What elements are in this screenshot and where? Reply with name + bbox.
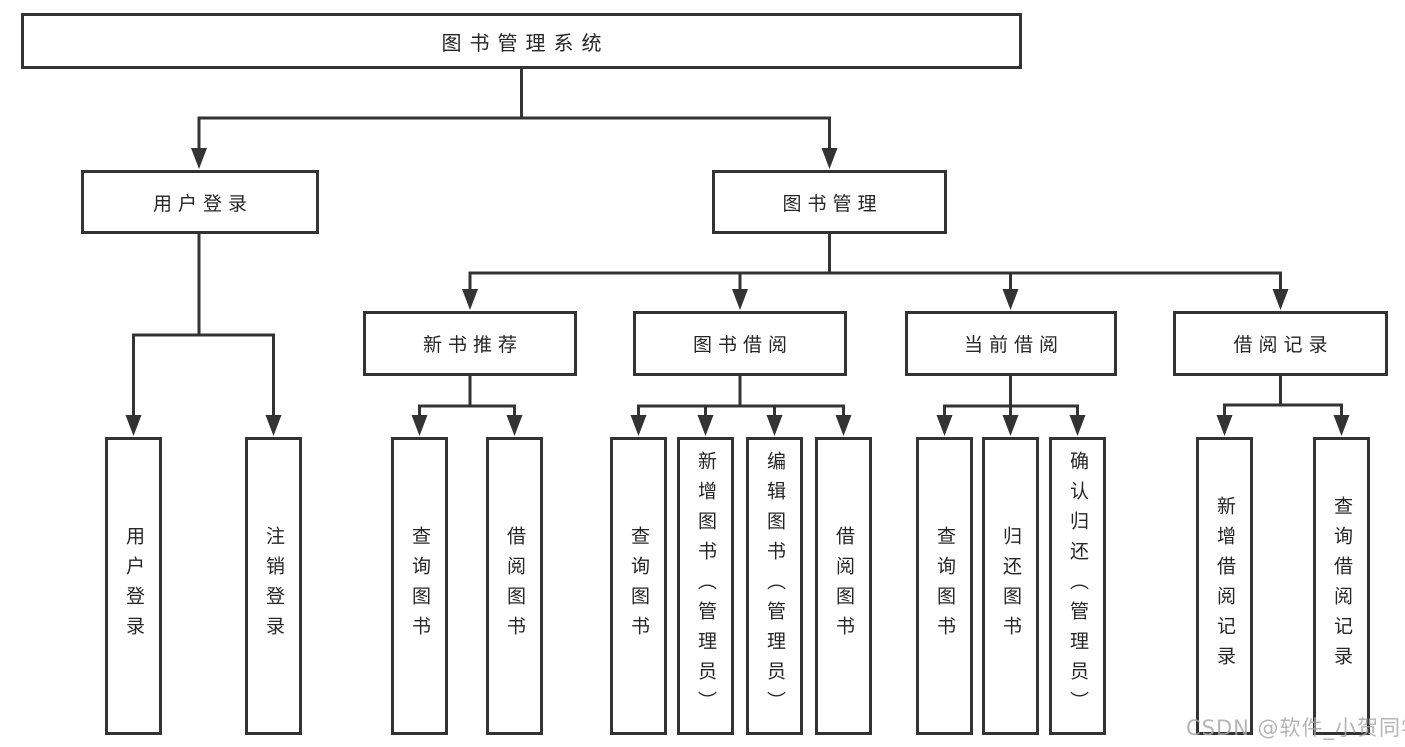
node-borrow-records-label: 借阅记录 [1233,334,1334,356]
node-new-book-recommend-label: 新书推荐 [422,334,523,356]
arrow-to-leaf-13 [1333,415,1350,436]
arrow-to-leaf-11 [1069,415,1086,436]
arrow-to-leaf-7 [766,415,783,436]
node-book-management-label: 图书管理 [782,192,883,215]
arrow-to-book-management [821,148,838,169]
arrow-to-leaf-9 [936,415,953,436]
node-current-borrow: 当前借阅 [905,311,1117,376]
watermark-text: CSDN @软件_小贺同学 [1186,716,1405,740]
arrow-to-leaf-1 [125,415,142,436]
leaf-add-books-admin: 新增图书（管理员） [677,437,734,735]
arrowheads [125,148,1350,436]
leaf-query-books-recommend: 查询图书 [391,437,448,735]
edge-borrow-bar [637,404,845,418]
node-book-borrow: 图书借阅 [633,311,847,376]
arrow-to-book-borrow [732,289,748,310]
leaf-logout-login-label: 注销登录 [263,526,285,646]
leaf-logout-login: 注销登录 [245,437,302,735]
node-current-borrow-label: 当前借阅 [963,334,1064,356]
leaf-return-books-label: 归还图书 [1000,526,1022,646]
leaf-query-books-current: 查询图书 [916,437,973,735]
node-root-label: 图书管理系统 [441,30,610,55]
leaf-edit-books-admin: 编辑图书（管理员） [746,437,803,735]
arrow-to-new-book-recommend [462,289,478,310]
node-book-management: 图书管理 [712,170,947,234]
edge-userlogin-bar [132,333,275,418]
leaf-query-books-recommend-label: 查询图书 [409,526,431,646]
node-root-system: 图书管理系统 [21,13,1022,69]
leaf-edit-books-admin-label: 编辑图书（管理员） [764,451,786,721]
leaf-borrow-books-recommend-label: 借阅图书 [504,526,526,646]
arrow-to-leaf-6 [697,415,714,436]
leaf-query-borrow-record: 查询借阅记录 [1313,437,1370,735]
leaf-query-borrow-record-label: 查询借阅记录 [1331,496,1353,676]
leaf-add-books-admin-label: 新增图书（管理员） [695,451,717,721]
leaf-user-login-label: 用户登录 [123,526,145,646]
arrow-to-leaf-3 [411,415,428,436]
arrow-to-leaf-12 [1216,415,1233,436]
leaf-query-books-current-label: 查询图书 [934,526,956,646]
leaf-query-books-borrow-label: 查询图书 [628,526,650,646]
arrow-to-leaf-8 [835,415,852,436]
leaf-confirm-return-admin-label: 确认归还（管理员） [1067,451,1089,721]
node-new-book-recommend: 新书推荐 [363,311,577,376]
connector-edges [132,69,1343,418]
leaf-borrow-books-borrow: 借阅图书 [815,437,872,735]
leaf-confirm-return-admin: 确认归还（管理员） [1049,437,1106,735]
node-user-login-label: 用户登录 [152,192,253,215]
leaf-borrow-books-recommend: 借阅图书 [486,437,543,735]
edge-recommend-bar [418,404,516,418]
arrow-to-leaf-4 [506,415,523,436]
edge-root-bar [197,116,831,151]
arrow-to-borrow-records [1272,289,1289,310]
node-borrow-records: 借阅记录 [1173,311,1388,376]
node-book-borrow-label: 图书借阅 [692,334,793,356]
leaf-add-borrow-record-label: 新增借阅记录 [1214,496,1236,676]
arrow-to-user-login [191,148,207,169]
leaf-borrow-books-borrow-label: 借阅图书 [833,526,855,646]
leaf-return-books: 归还图书 [982,437,1039,735]
leaf-user-login: 用户登录 [105,437,162,735]
leaf-query-books-borrow: 查询图书 [610,437,667,735]
arrow-to-leaf-10 [1002,415,1019,436]
arrow-to-leaf-5 [630,415,647,436]
arrow-to-leaf-2 [265,415,282,436]
edge-bookmgmt-bar [468,271,1282,292]
edge-records-bar [1223,403,1343,418]
leaf-add-borrow-record: 新增借阅记录 [1196,437,1253,735]
arrow-to-current-borrow [1002,289,1019,310]
node-user-login: 用户登录 [81,170,319,234]
